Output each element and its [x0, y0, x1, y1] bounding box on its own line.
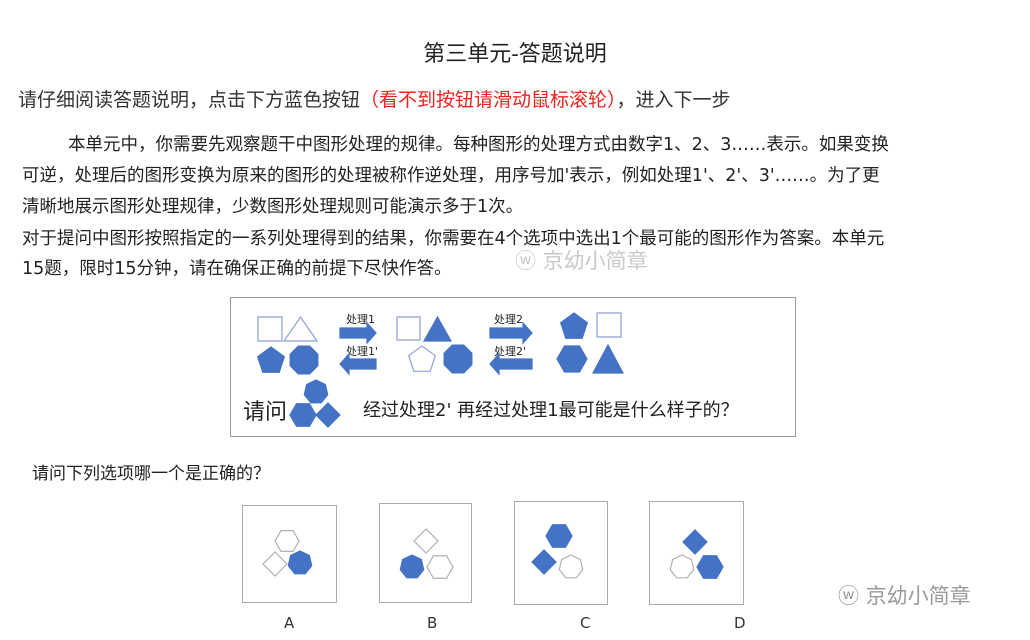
- octagon-icon: [443, 344, 473, 374]
- option-a-label: A: [284, 614, 295, 632]
- diamond-icon: [262, 551, 288, 577]
- option-b-label: B: [427, 614, 438, 632]
- instruction-after: ，进入下一步: [616, 89, 731, 111]
- paragraph-line: 清晰地展示图形处理规律，少数图形处理规则可能演示多于1次。: [22, 197, 524, 217]
- square-icon: [396, 316, 421, 341]
- heptagon-icon: [303, 379, 329, 404]
- diamond-icon: [531, 549, 557, 575]
- hexagon-icon: [556, 345, 588, 373]
- hexagon-icon: [696, 555, 724, 579]
- triangle-icon: [282, 315, 319, 342]
- figure-question: 经过处理2' 再经过处理1最可能是什么样子的？: [363, 400, 739, 421]
- triangle-icon: [422, 315, 453, 342]
- arrow-right-icon: [339, 321, 377, 345]
- option-c-label: C: [580, 614, 591, 632]
- paragraph-line: 本单元中，你需要先观察题干中图形处理的规律。每种图形的处理方式由数字1、2、3……: [68, 135, 889, 155]
- hexagon-icon: [426, 555, 454, 579]
- square-icon: [596, 312, 622, 338]
- option-b-box[interactable]: [379, 503, 472, 603]
- pentagon-icon: [559, 312, 589, 339]
- square-icon: [257, 316, 283, 342]
- instruction-highlight: （看不到按钮请滑动鼠标滚轮）: [360, 89, 617, 111]
- pentagon-icon: [256, 346, 286, 373]
- paragraph-line: 可逆，处理后的图形变换为原来的图形的处理被称作逆处理，用序号加'表示，例如处理1…: [22, 166, 880, 186]
- heptagon-icon: [287, 550, 313, 575]
- watermark: ⓦ 京幼小简章: [515, 249, 648, 273]
- options-question: 请问下列选项哪一个是正确的？: [32, 464, 270, 484]
- option-d-label: D: [734, 614, 746, 632]
- option-d-box[interactable]: [649, 501, 744, 605]
- diamond-icon: [682, 529, 708, 555]
- arrow-label: 处理2: [494, 313, 523, 326]
- arrow-left-icon: [339, 352, 377, 376]
- arrow-label: 处理1': [346, 345, 379, 358]
- hexagon-icon: [289, 403, 317, 427]
- hexagon-icon: [274, 530, 300, 552]
- heptagon-icon: [558, 554, 584, 579]
- example-figure: [230, 297, 796, 437]
- triangle-icon: [591, 343, 625, 374]
- instruction-before: 请仔细阅读答题说明，点击下方蓝色按钮: [18, 89, 361, 111]
- arrow-right-icon: [489, 321, 533, 345]
- instruction-text: 请仔细阅读答题说明，点击下方蓝色按钮（看不到按钮请滑动鼠标滚轮），进入下一步: [18, 85, 731, 112]
- paragraph-line: 15题，限时15分钟，请在确保正确的前提下尽快作答。: [22, 259, 452, 279]
- arrow-label: 处理2': [494, 345, 527, 358]
- heptagon-icon: [399, 554, 425, 579]
- hexagon-icon: [545, 524, 573, 548]
- diamond-icon: [315, 402, 341, 428]
- paragraph-line: 对于提问中图形按照指定的一系列处理得到的结果，你需要在4个选项中选出1个最可能的…: [22, 229, 885, 249]
- heptagon-icon: [669, 554, 695, 579]
- ask-label: 请问: [243, 400, 288, 425]
- page-title: 第三单元-答题说明: [423, 42, 607, 67]
- arrow-label: 处理1: [346, 313, 375, 326]
- arrow-left-icon: [489, 352, 533, 376]
- option-c-box[interactable]: [514, 501, 608, 605]
- option-a-box[interactable]: [242, 505, 337, 603]
- pentagon-icon: [407, 345, 437, 372]
- watermark: ⓦ 京幼小简章: [838, 584, 971, 608]
- diamond-icon: [413, 528, 439, 554]
- octagon-icon: [289, 345, 319, 375]
